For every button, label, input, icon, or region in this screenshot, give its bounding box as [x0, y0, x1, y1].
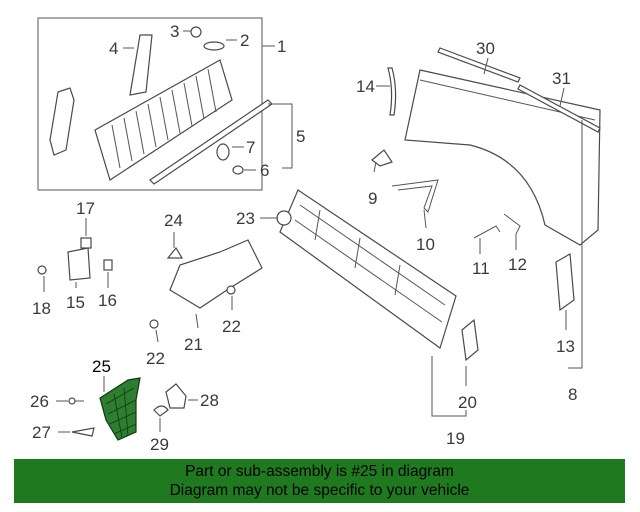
info-banner: Part or sub-assembly is #25 in diagram D…: [14, 459, 625, 503]
callout-25: 25: [92, 357, 111, 376]
part-25-mesh: [105, 387, 137, 439]
callout-10: 10: [416, 235, 435, 254]
callout-14: 14: [356, 77, 375, 96]
front-panel-ribs: [294, 204, 446, 323]
tailgate-panel: [94, 59, 233, 181]
handle-2: [203, 41, 225, 51]
tailgate-strap: [129, 34, 153, 96]
callout-20: 20: [458, 393, 477, 412]
front-bed-panel: [279, 189, 457, 349]
callout-31: 31: [552, 69, 571, 88]
leader-lines: [43, 30, 583, 433]
bed-rail-30: [437, 47, 521, 83]
callout-19: 19: [446, 429, 465, 448]
panel-bracket-20: [461, 318, 479, 362]
pin-27: [71, 427, 95, 437]
bolt-3: [190, 26, 202, 38]
banner-line-2: Diagram may not be specific to your vehi…: [169, 482, 470, 499]
shield-21: [169, 239, 263, 309]
callout-22-upper: 22: [222, 317, 241, 336]
bracket-9: [371, 149, 393, 167]
callout-5: 5: [296, 127, 305, 146]
clip-24: [166, 246, 184, 259]
callout-3: 3: [170, 22, 179, 41]
callout-12: 12: [508, 255, 527, 274]
callout-1: 1: [277, 37, 286, 56]
callout-8: 8: [568, 385, 577, 404]
tailgate-side-bracket: [49, 87, 75, 156]
grommet-7: [216, 143, 230, 161]
callout-26: 26: [30, 392, 49, 411]
nut-16: [103, 259, 113, 271]
callout-24: 24: [164, 211, 183, 230]
wheel-arch: [469, 144, 546, 226]
callout-23: 23: [236, 209, 255, 228]
hook-11: [473, 225, 501, 239]
callout-7: 7: [246, 138, 255, 157]
trim-14: [387, 67, 397, 116]
tailgate-group-box: [37, 17, 263, 191]
callout-15: 15: [66, 293, 85, 312]
tailgate-ribs: [111, 68, 217, 169]
callout-21: 21: [184, 335, 203, 354]
callout-2: 2: [240, 31, 249, 50]
screw-18: [37, 265, 47, 275]
screw-22a: [226, 285, 236, 295]
callout-17: 17: [76, 199, 95, 218]
callout-16: 16: [98, 291, 117, 310]
screw-26-head: [68, 397, 76, 405]
bracket-13: [555, 253, 575, 312]
screw-22b: [149, 319, 159, 329]
bracket-15: [67, 247, 91, 281]
callout-29: 29: [150, 435, 169, 454]
bushing-23: [276, 210, 292, 226]
bed-side-panel: [404, 69, 601, 246]
callout-4: 4: [109, 39, 118, 58]
callout-6: 6: [260, 161, 269, 180]
brace-10: [391, 179, 439, 213]
callout-27: 27: [32, 423, 51, 442]
highlighted-part-25: [99, 377, 141, 441]
callout-18: 18: [32, 299, 51, 318]
banner-line-1: Part or sub-assembly is #25 in diagram: [185, 463, 454, 480]
clip-12: [503, 213, 521, 235]
bracket-28: [165, 383, 187, 409]
bed-rail-31: [517, 84, 601, 133]
plug-6: [232, 165, 244, 175]
clip-17: [80, 237, 92, 249]
callout-13: 13: [556, 337, 575, 356]
callout-11: 11: [472, 259, 490, 278]
callout-9: 9: [368, 189, 377, 208]
callout-30: 30: [476, 39, 495, 58]
callout-22-lower: 22: [146, 349, 165, 368]
clip-29: [153, 405, 169, 417]
callout-28: 28: [200, 391, 219, 410]
